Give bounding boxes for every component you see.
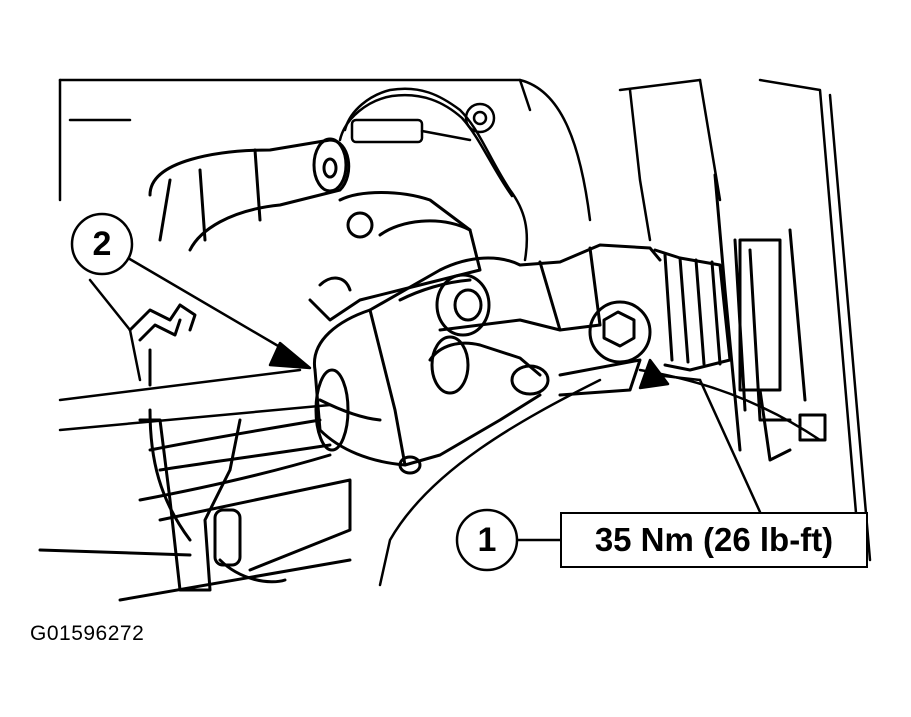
torque-spec-box: 35 Nm (26 lb-ft) xyxy=(560,512,868,568)
callout-1-balloon xyxy=(455,508,519,572)
callout-2-label: 2 xyxy=(92,225,112,263)
callout-2-balloon xyxy=(70,212,134,276)
callout-1-leader xyxy=(513,358,762,542)
pinch-bolt xyxy=(558,300,652,397)
mounting-bracket xyxy=(308,191,482,322)
left-connector-clip xyxy=(38,303,287,592)
figure-id: G01596272 xyxy=(30,622,145,645)
upper-cylinder xyxy=(148,137,351,252)
torque-spec-text: 35 Nm (26 lb-ft) xyxy=(594,521,834,558)
callout-2-leader xyxy=(126,256,312,370)
background-structure xyxy=(58,78,872,587)
wire-harness-top xyxy=(338,87,529,262)
rubber-boot xyxy=(653,173,827,462)
callout-1-label: 1 xyxy=(477,521,497,559)
steering-shaft xyxy=(118,418,352,602)
universal-joint xyxy=(313,243,662,475)
